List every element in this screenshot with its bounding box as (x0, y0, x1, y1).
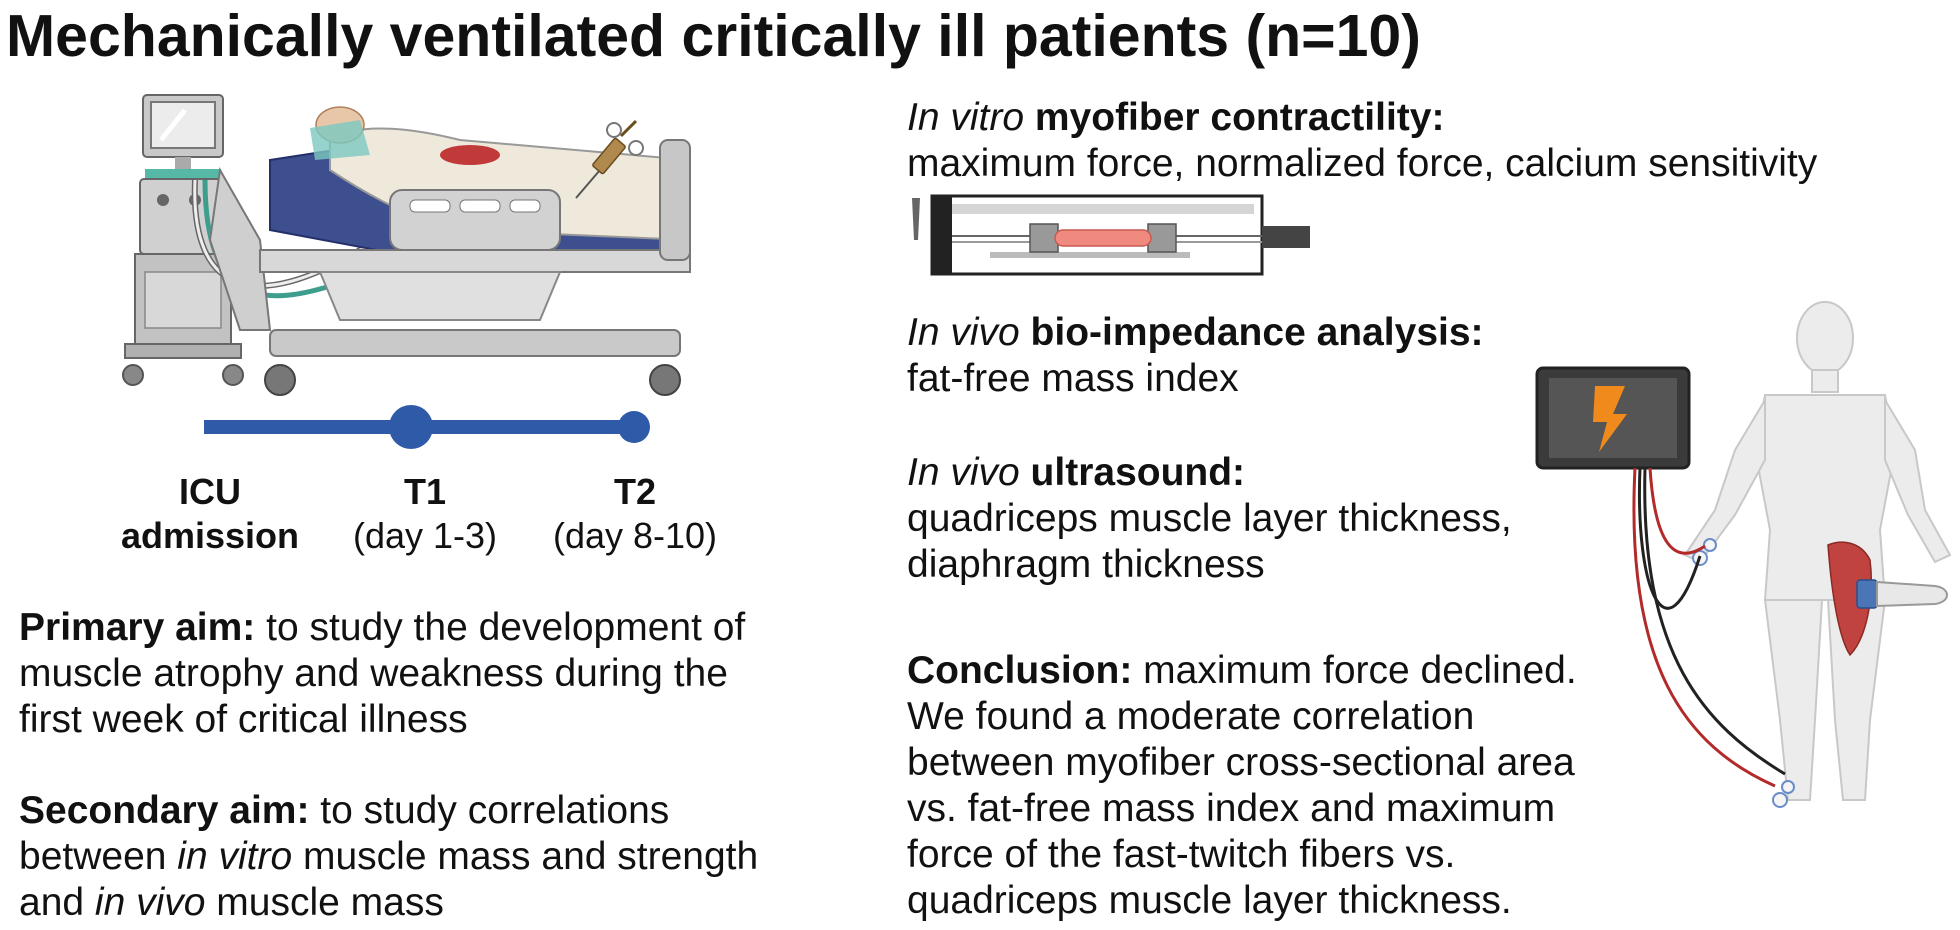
conclusion: Conclusion: maximum force declined. We f… (907, 649, 1577, 922)
timeline-label-icu: ICU admission (120, 471, 300, 556)
human-body-icon (1683, 301, 1952, 808)
secondary-aim: Secondary aim: to study correlations bet… (19, 789, 759, 924)
bia-monitor-icon (1535, 366, 1691, 470)
method-bio-impedance: In vivo bio-impedance analysis: fat-free… (907, 311, 1484, 400)
timeline-point-t1 (389, 405, 433, 449)
syringe-icon (575, 119, 644, 199)
electrode-wires (1632, 467, 1786, 788)
ultrasound-probe-icon (1856, 579, 1948, 609)
myofiber-apparatus-icon (912, 194, 1310, 276)
method-myofiber-contractility: In vitro myofiber contractility: maximum… (907, 96, 1818, 185)
primary-aim: Primary aim: to study the development of… (19, 606, 746, 741)
page-title: Mechanically ventilated critically ill p… (6, 3, 1421, 69)
timeline (204, 405, 650, 449)
method-ultrasound: In vivo ultrasound: quadriceps muscle la… (907, 451, 1512, 586)
timeline-label-t2: T2 (day 8-10) (552, 471, 718, 556)
timeline-point-t2 (618, 411, 650, 443)
timeline-label-t1: T1 (day 1-3) (352, 471, 498, 556)
